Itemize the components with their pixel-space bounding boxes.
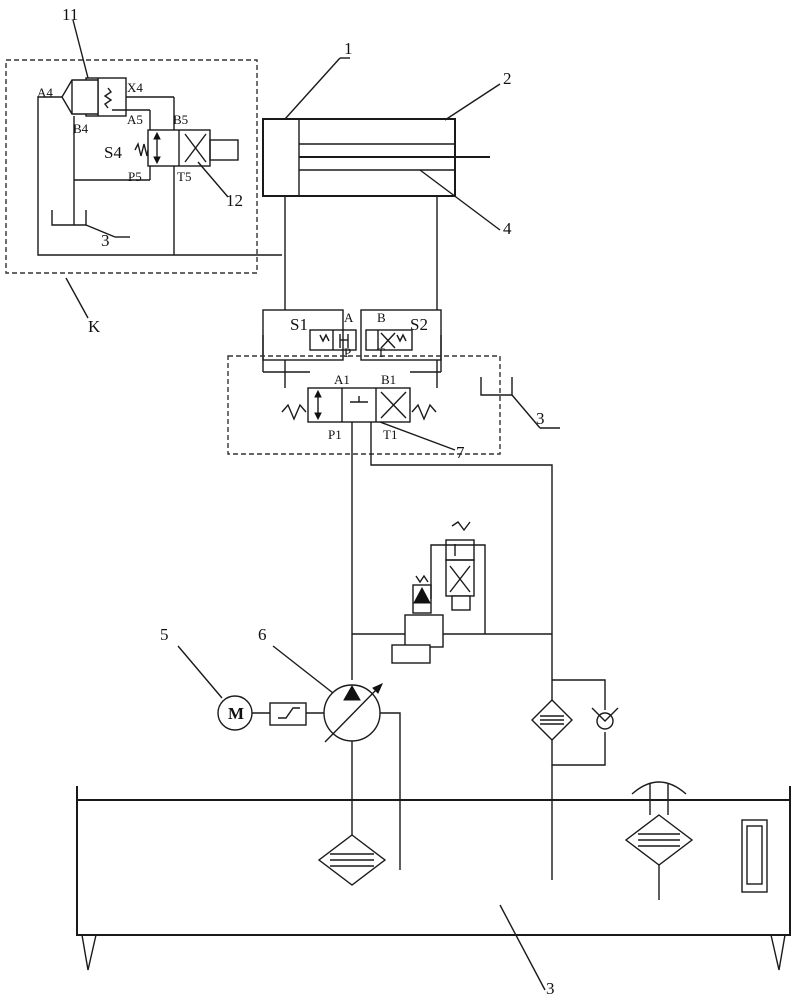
label-4: 4 [503,219,512,238]
label-5: 5 [160,625,169,644]
directional-valve-7: A1 B1 P1 T1 [228,356,500,454]
electric-motor: M [218,696,252,730]
label-2: 2 [503,69,512,88]
port-t5-label: T5 [177,169,191,184]
label-3c: 3 [546,979,555,998]
label-3a: 3 [101,231,110,250]
label-12: 12 [226,191,243,210]
port-t-label: T [377,345,385,360]
port-a4-label: A4 [37,85,53,100]
port-p1-label: P1 [328,427,342,442]
port-b1-label: B1 [381,372,396,387]
label-1: 1 [344,39,353,58]
motor-symbol: M [228,704,244,723]
label-s1: S1 [290,315,308,334]
label-11: 11 [62,5,78,24]
port-t1-label: T1 [383,427,397,442]
oil-tank [77,741,790,970]
label-3b: 3 [536,409,545,428]
relief-valve [352,522,552,663]
valve-s1-s2-block: S1 S2 A B P T [263,310,441,372]
port-b-label: B [377,310,386,325]
solenoid-valve-12: A5 B5 P5 T5 S4 [104,112,238,184]
level-gauge [742,820,767,892]
control-module-k: A4 B4 X4 A5 B5 P5 T5 S4 [6,60,282,273]
port-a5-label: A5 [127,112,143,127]
label-k: K [88,317,101,336]
port-b5-label: B5 [173,112,188,127]
port-p5-label: P5 [128,169,142,184]
solenoid-s4-label: S4 [104,143,122,162]
port-a-label: A [344,310,354,325]
port-a1-label: A1 [334,372,350,387]
coupling [270,703,306,725]
port-b4-label: B4 [73,121,89,136]
port-x4-label: X4 [127,80,143,95]
label-6: 6 [258,625,267,644]
label-s2: S2 [410,315,428,334]
return-filter [532,680,618,880]
label-7: 7 [456,443,465,462]
pilot-valve-11: A4 B4 X4 [37,78,143,136]
hydraulic-cylinder [263,119,490,196]
port-p-label: P [344,345,351,360]
